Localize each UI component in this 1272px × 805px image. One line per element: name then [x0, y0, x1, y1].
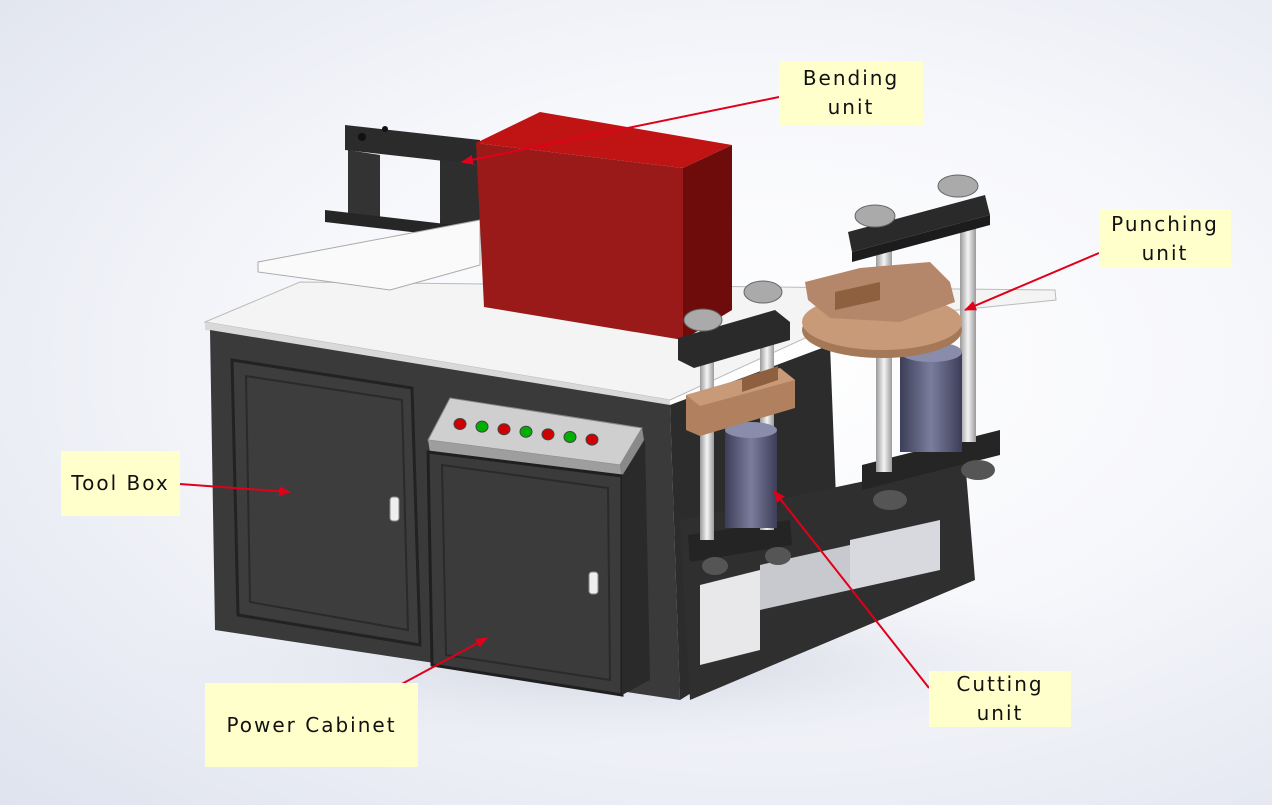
tool-box-label: Tool Box [61, 451, 180, 516]
cutting-label-line-2: unit [976, 701, 1024, 725]
tool-box-door [230, 358, 422, 647]
bending-frame [325, 125, 480, 240]
indicator-light-green [563, 431, 577, 443]
tool-box-label-text: Tool Box [71, 471, 170, 495]
power-cabinet [426, 397, 650, 697]
leader-arrows [179, 96, 1100, 689]
indicator-light-green [519, 425, 533, 438]
tool-box-handle [389, 496, 400, 522]
bending-label-line-1: Bending [802, 66, 900, 90]
bending-unit-label: Bending unit [779, 61, 923, 125]
cutting-unit-label: Cutting unit [929, 671, 1071, 727]
cutting-unit [678, 280, 795, 575]
cutting-arrow [773, 490, 930, 689]
power-cabinet-label-text: Power Cabinet [226, 712, 397, 737]
indicator-light-red [585, 433, 599, 446]
power-cabinet-handle [588, 571, 599, 595]
indicator-lights [453, 418, 599, 446]
indicator-light-red [497, 423, 511, 436]
punching-unit-label: Punching unit [1099, 209, 1231, 268]
power-cabinet-arrow [397, 637, 488, 687]
power-cabinet-label: Power Cabinet [205, 683, 418, 767]
punching-unit [802, 174, 1000, 510]
cutting-label-line-1: Cutting [956, 672, 1044, 696]
tool-box-arrow [179, 483, 291, 497]
indicator-light-red [541, 428, 555, 441]
bending-unit [476, 112, 732, 340]
punching-arrow [964, 252, 1100, 311]
bending-label-line-2: unit [827, 95, 875, 119]
indicator-light-red [453, 418, 467, 430]
bending-arrow [461, 96, 780, 165]
indicator-light-green [475, 420, 489, 433]
punching-label-line-1: Punching [1111, 211, 1219, 236]
punching-label-line-2: unit [1141, 240, 1189, 265]
